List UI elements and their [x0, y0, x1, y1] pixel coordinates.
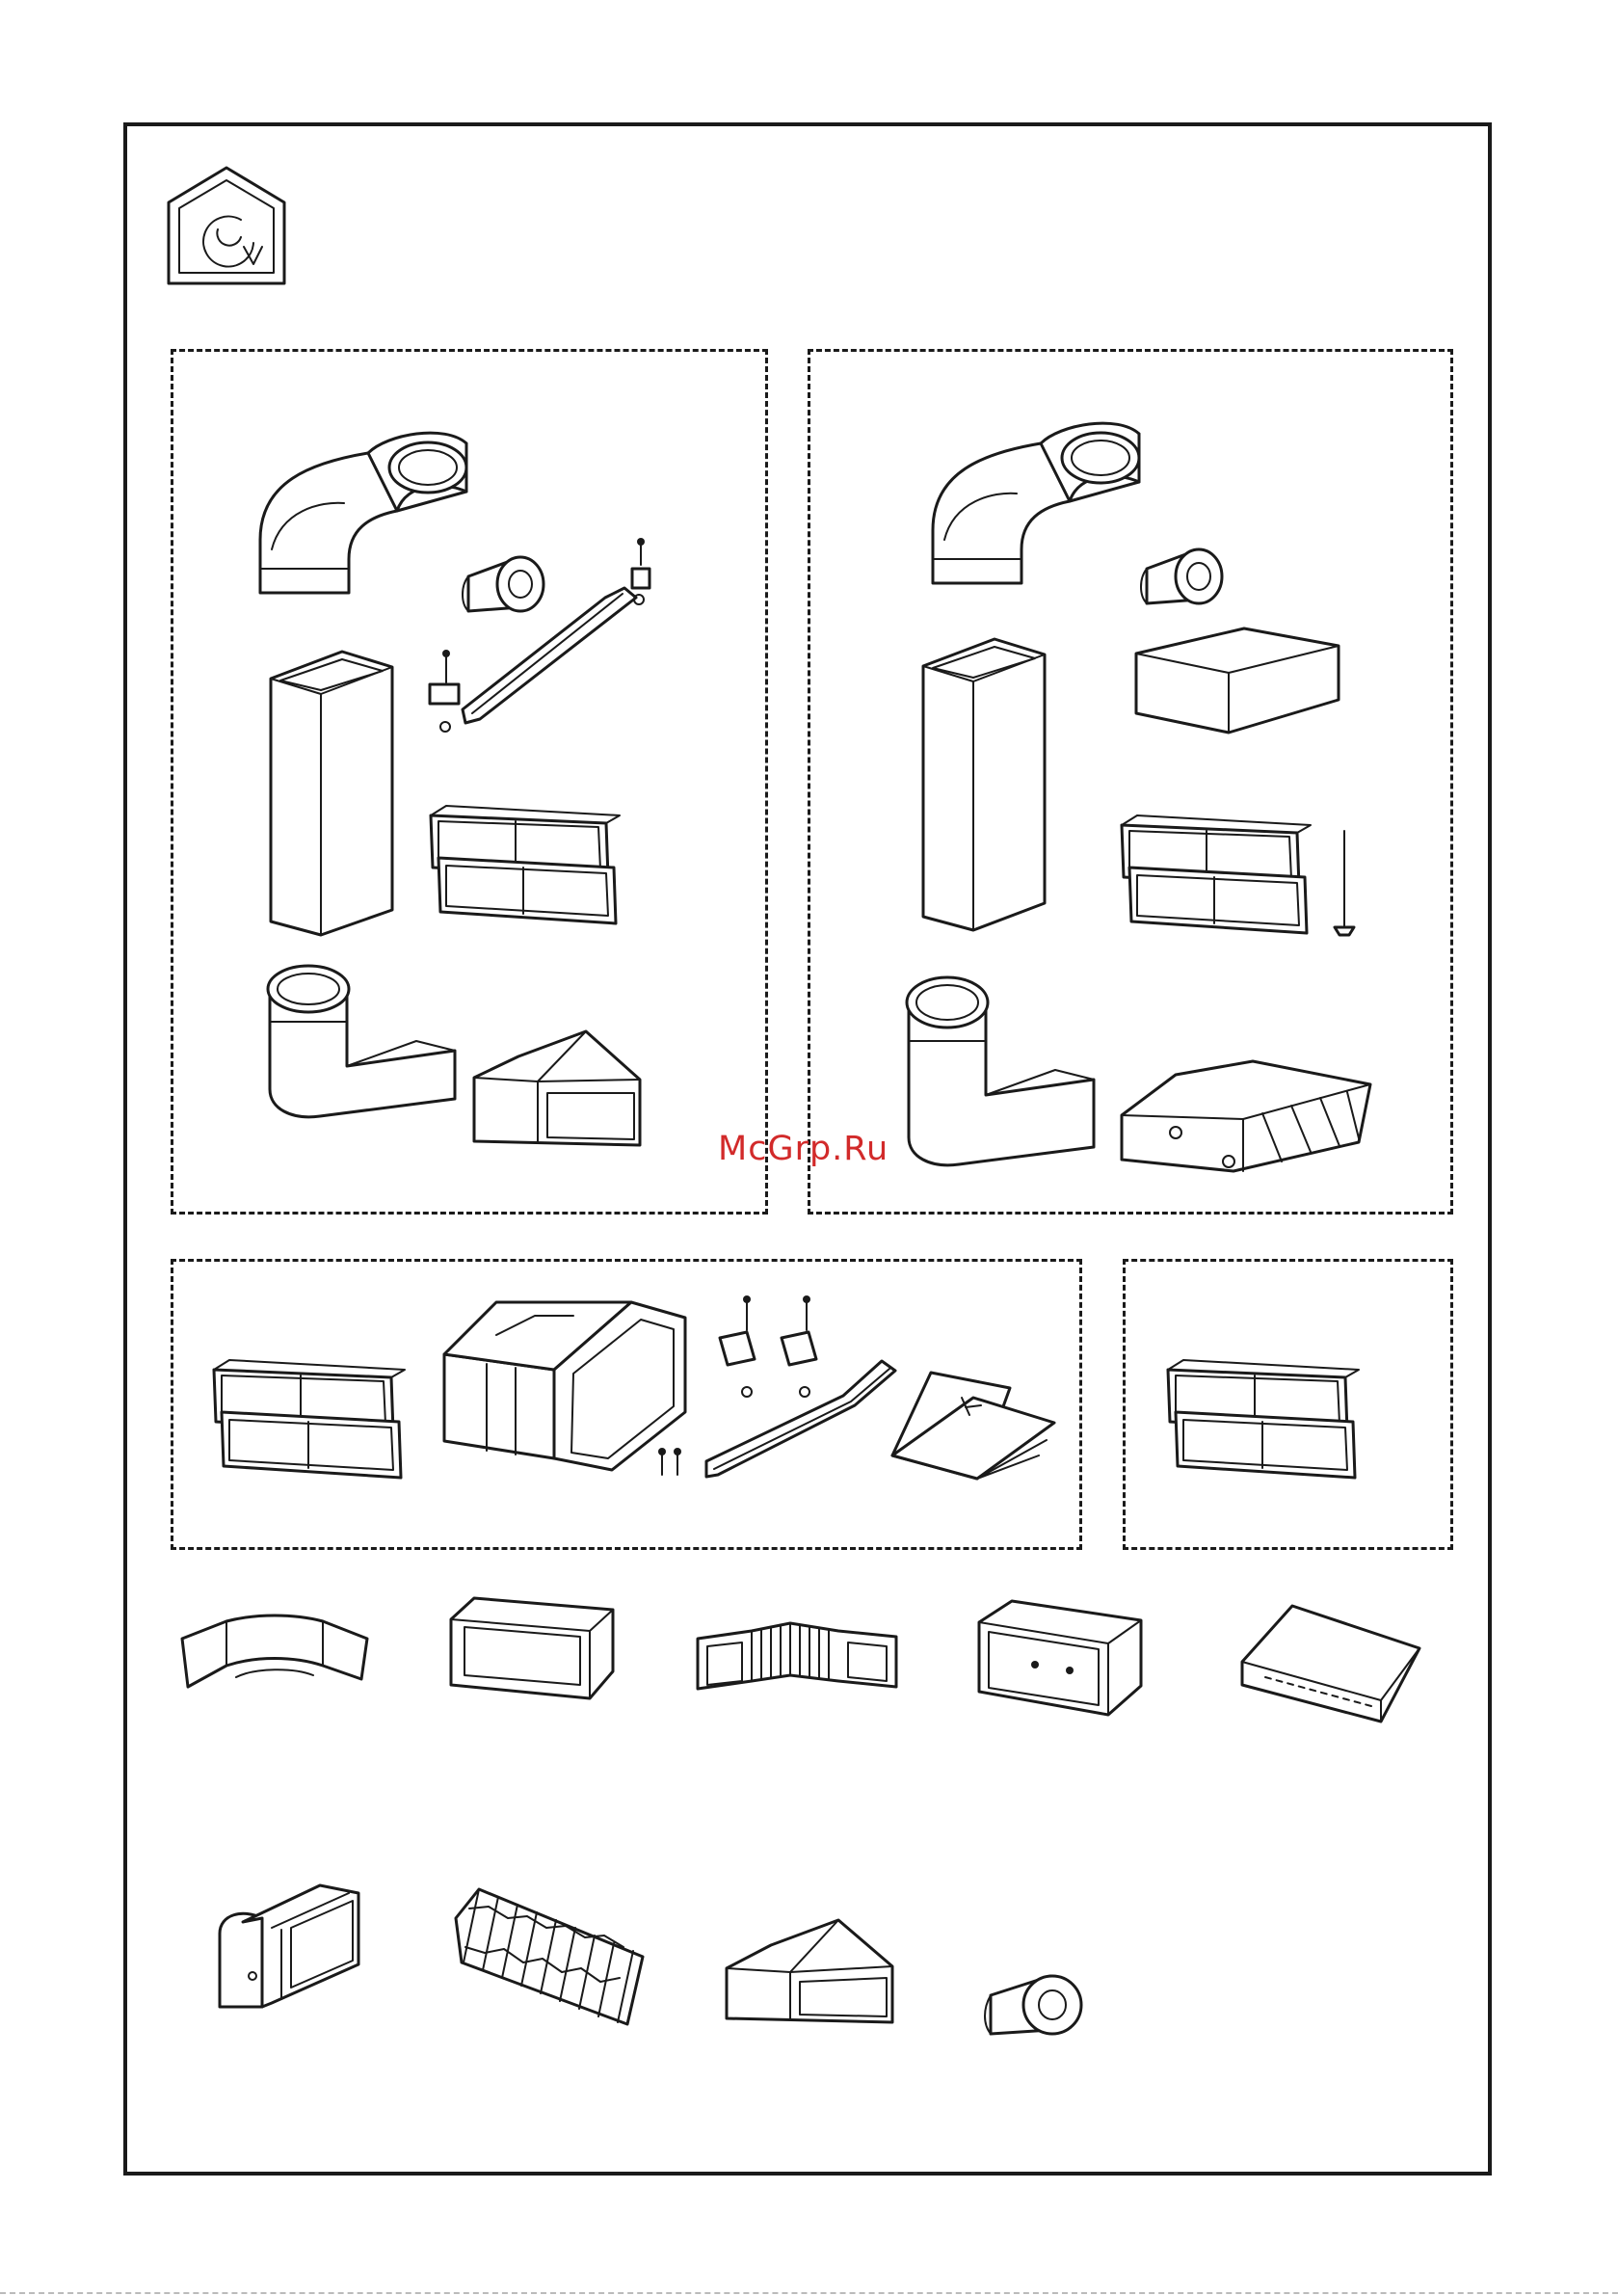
duct-elbow-base-a: [262, 954, 464, 1123]
threaded-rod-b: [1330, 827, 1359, 943]
grease-filters-c: [210, 1354, 408, 1499]
flexible-elbow-accessory: [694, 1617, 901, 1700]
tape-roll-accessory: [983, 1966, 1089, 2043]
grease-filters-b: [1118, 810, 1311, 954]
flexible-hose-accessory: [450, 1880, 657, 2034]
reducer-adapter-accessory: [723, 1916, 901, 2032]
watermark-text: McGrp.Ru: [718, 1130, 889, 1168]
duct-adapter-a: [470, 1026, 653, 1155]
rectangular-connector-accessory: [445, 1590, 619, 1706]
grease-filters-d: [1164, 1354, 1362, 1499]
carbon-filter-block-b: [1132, 625, 1344, 740]
instruction-sheet-c: [885, 1359, 1058, 1489]
grease-filters-a: [427, 800, 620, 945]
vertical-duct-b: [917, 631, 1052, 938]
vertical-elbow-accessory: [214, 1880, 368, 2015]
page-bottom-edge: [0, 2292, 1618, 2294]
flat-duct-accessory: [1236, 1600, 1424, 1730]
sealing-tape-roll-b: [1139, 540, 1232, 613]
duct-elbow-b: [925, 414, 1147, 607]
connector-with-flap-accessory: [973, 1595, 1147, 1721]
vertical-duct-a: [265, 644, 400, 943]
duct-elbow-base-b: [901, 964, 1103, 1176]
deflector-unit-b: [1118, 1055, 1378, 1181]
brackets-with-screws-c: [650, 1292, 911, 1523]
recirculation-house-icon: [164, 164, 289, 287]
horizontal-elbow-accessory: [178, 1610, 371, 1706]
brackets-with-screws-a: [422, 530, 653, 761]
